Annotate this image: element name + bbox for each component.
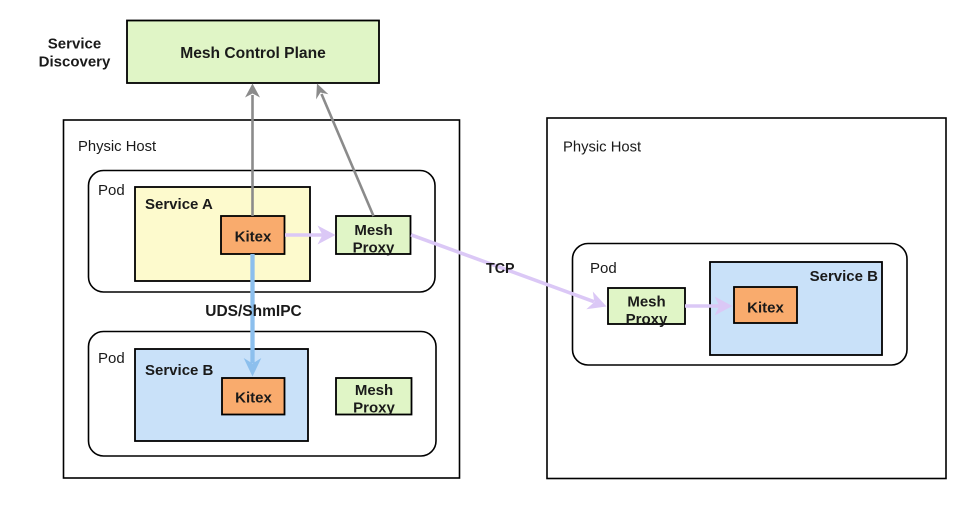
svg-text:Service A: Service A xyxy=(145,196,213,213)
svg-text:Mesh: Mesh xyxy=(355,382,393,399)
svg-text:Mesh Control Plane: Mesh Control Plane xyxy=(180,45,326,62)
svg-text:Service: Service xyxy=(48,36,101,53)
svg-text:Mesh: Mesh xyxy=(627,294,665,311)
svg-text:Proxy: Proxy xyxy=(353,240,395,257)
svg-text:Pod: Pod xyxy=(98,182,125,199)
svg-text:Kitex: Kitex xyxy=(747,300,784,317)
svg-text:Physic Host: Physic Host xyxy=(563,140,641,156)
svg-text:Service B: Service B xyxy=(810,268,879,285)
svg-text:Kitex: Kitex xyxy=(235,390,272,407)
svg-text:Mesh: Mesh xyxy=(354,222,392,239)
svg-text:Pod: Pod xyxy=(590,260,617,277)
svg-text:TCP: TCP xyxy=(486,261,515,277)
svg-text:Pod: Pod xyxy=(98,350,125,367)
svg-text:Service B: Service B xyxy=(145,362,214,379)
svg-text:Physic Host: Physic Host xyxy=(78,139,156,155)
svg-text:Kitex: Kitex xyxy=(235,229,272,246)
svg-text:UDS/ShmIPC: UDS/ShmIPC xyxy=(205,303,301,320)
svg-text:Discovery: Discovery xyxy=(39,54,111,71)
svg-text:Proxy: Proxy xyxy=(626,311,668,328)
svg-text:Proxy: Proxy xyxy=(353,399,395,416)
